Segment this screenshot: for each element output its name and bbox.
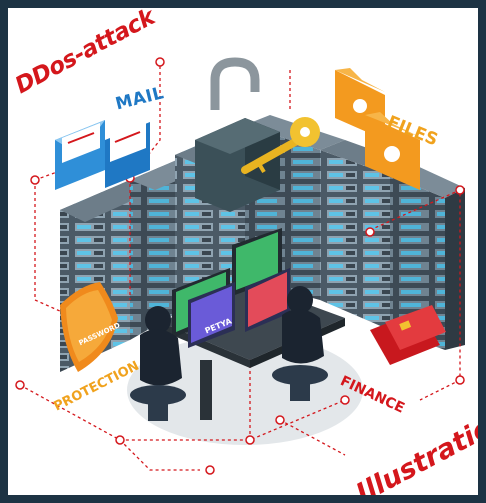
monitors	[172, 228, 290, 348]
hacker-left	[130, 306, 186, 421]
credit-cards	[370, 305, 446, 365]
hacker-right	[272, 286, 328, 401]
files-folders	[335, 68, 420, 190]
padlock-icon	[195, 57, 280, 212]
illustration-canvas: DDos-attack MAIL FILES PROTECTION FINANC…	[8, 8, 478, 495]
mail-envelopes	[55, 120, 150, 190]
cyber-scene-artwork	[15, 57, 465, 475]
shield-icon	[60, 282, 118, 372]
key-icon	[241, 117, 320, 174]
connector-nodes	[15, 57, 465, 475]
